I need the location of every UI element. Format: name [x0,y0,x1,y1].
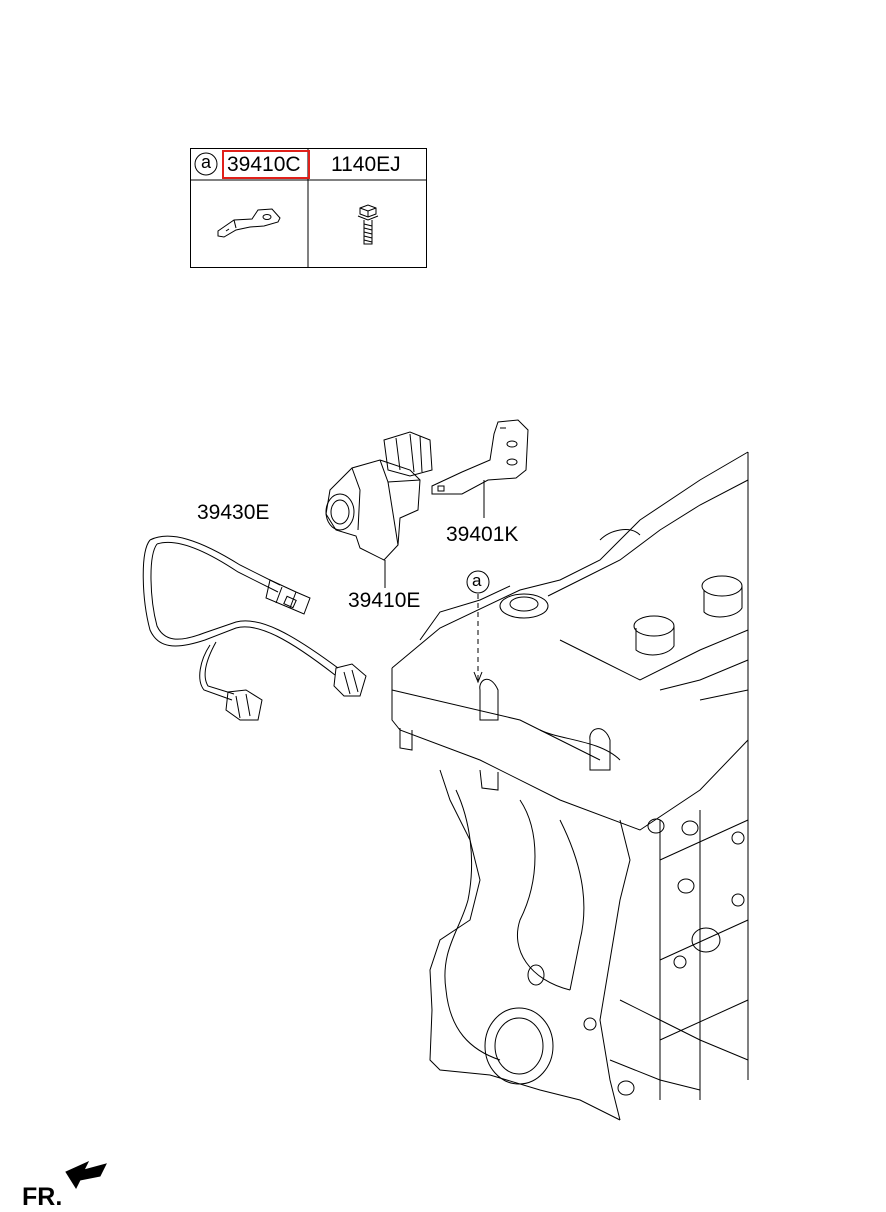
engine-block [391,451,749,1121]
callout-39410e[interactable]: 39410E [348,589,421,612]
parts-table: a 39410C 1140EJ [190,148,427,268]
ref-marker-circle [194,152,218,176]
callout-39430e[interactable]: 39430E [197,501,270,524]
callout-39401k[interactable]: 39401K [446,523,519,546]
wiring-harness[interactable] [142,535,367,721]
callout-ref-marker: a [472,571,482,590]
sensor-39410e[interactable] [325,431,433,561]
table-ref-marker: a [201,152,212,172]
front-direction-arrow [65,1160,107,1190]
bolt-illustration [357,204,379,245]
bracket-illustration [217,208,281,238]
parts-table-grid [190,148,427,268]
bracket-39401k[interactable] [431,419,529,495]
table-part-39410c[interactable]: 39410C [227,153,301,176]
highlight-box [222,150,310,179]
front-direction-label: FR. [22,1183,63,1211]
table-part-1140ej[interactable]: 1140EJ [331,153,401,176]
ref-marker-engine-circle [466,570,490,594]
ref-marker-arrowhead [473,671,483,684]
